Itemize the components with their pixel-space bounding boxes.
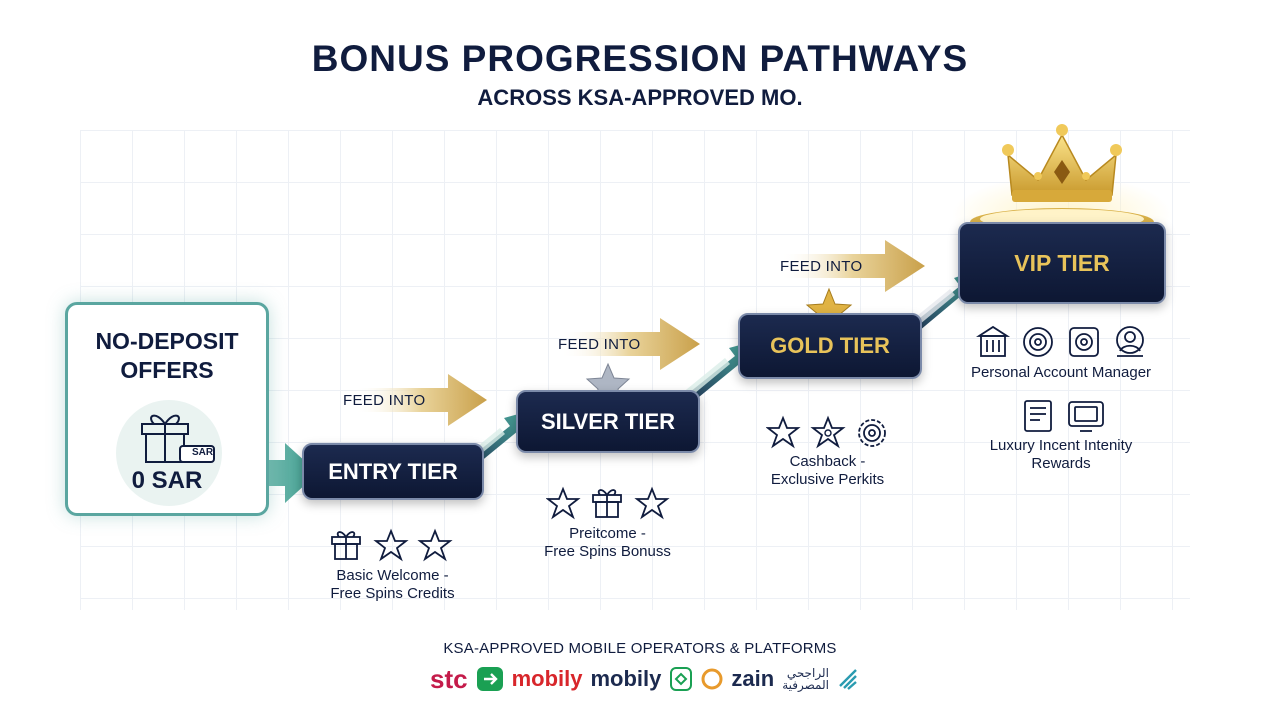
badge-star-icon (810, 415, 846, 449)
silver-tier-description: Preitcome - Free Spins Bonuss (544, 525, 671, 560)
feed-arrow-3 (780, 240, 925, 292)
stc-logo: stc (430, 663, 468, 694)
silver-tier-box: SILVER TIER (516, 390, 700, 453)
feed-into-label-2: FEED INTO (558, 336, 641, 353)
payment-app-icon (476, 667, 503, 691)
gift-icon (592, 489, 622, 518)
page-subtitle: ACROSS KSA-APPROVED MO. (477, 85, 803, 110)
feed-into-label-3: FEED INTO (780, 258, 863, 275)
no-deposit-title: NO-DEPOSIT OFFERS (95, 328, 239, 383)
mobily-logo-2: mobily (590, 666, 662, 691)
gold-tier-description: Cashback - Exclusive Perkits (770, 453, 885, 488)
zain-logo: zain (731, 666, 775, 691)
no-deposit-card: NO-DEPOSIT OFFERS SAR 0 SAR (65, 302, 269, 516)
gold-tier-box: GOLD TIER (738, 313, 922, 379)
vip-tier-box: VIP TIER (958, 222, 1166, 304)
vip-tier-icons-row1 (976, 325, 1144, 357)
feed-arrow-1 (355, 374, 487, 426)
gift-icon (331, 531, 361, 560)
star-icon (417, 528, 453, 562)
gift-icon (141, 414, 215, 463)
page-title: BONUS PROGRESSION PATHWAYS (311, 38, 969, 79)
entry-tier-description: Basic Welcome - Free Spins Credits (330, 567, 455, 602)
gold-tier-label: GOLD TIER (770, 333, 890, 358)
feed-into-label-1: FEED INTO (343, 392, 426, 409)
building-icon (976, 325, 1011, 357)
footer-title: KSA-APPROVED MOBILE OPERATORS & PLATFORM… (443, 640, 837, 657)
star-icon (373, 528, 409, 562)
document-icon (1024, 400, 1052, 432)
arabic-platform-logo: الراجحي المصرفية (782, 666, 829, 692)
no-deposit-value: 0 SAR (131, 467, 203, 494)
manager-icon (1116, 326, 1144, 357)
star-icon (766, 415, 801, 449)
feed-arrow-2 (560, 318, 700, 370)
zain-mark-icon (701, 668, 723, 690)
entry-tier-label: ENTRY TIER (328, 458, 458, 484)
mobily-logo-1: mobily (511, 666, 583, 691)
vault-icon (1069, 327, 1099, 357)
silver-tier-label: SILVER TIER (540, 408, 676, 434)
gold-tier-icons (766, 415, 886, 449)
entry-tier-icons (331, 528, 453, 562)
star-icon (546, 486, 581, 520)
sar-tag: SAR (192, 447, 214, 458)
vip-tier-description-1: Personal Account Manager (970, 364, 1152, 381)
silver-tier-icons (546, 486, 670, 520)
monitor-icon (1068, 401, 1104, 432)
star-icon (634, 486, 670, 520)
gear-icon (858, 419, 886, 447)
operator-logos: stc mobily mobily zain الراجحي المصرفية (430, 664, 859, 694)
mobily-mark-icon (670, 667, 693, 691)
vip-tier-label: VIP TIER (1014, 249, 1110, 276)
platform-mark-icon (839, 669, 857, 690)
vip-tier-description-2: Luxury Incent Intenity Rewards (989, 437, 1133, 472)
target-icon (1023, 327, 1053, 357)
vip-tier-icons-row2 (1024, 400, 1104, 432)
entry-tier-box: ENTRY TIER (302, 443, 484, 500)
